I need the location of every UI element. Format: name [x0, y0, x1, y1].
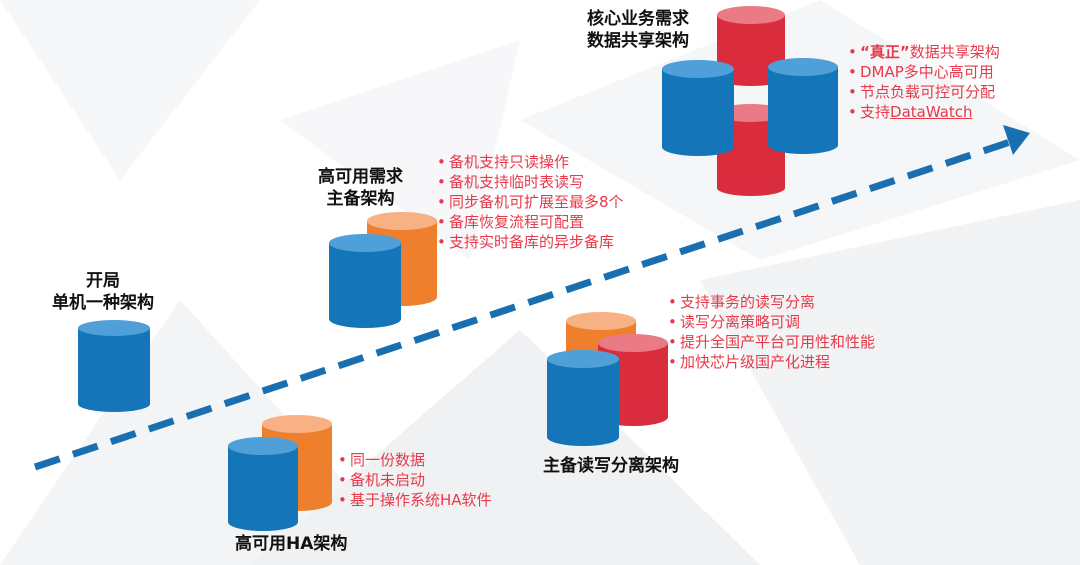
stage4-primary-database-icon — [547, 350, 619, 446]
list-item: 备机支持临时表读写 — [437, 172, 624, 192]
list-item: 节点负载可控可分配 — [848, 82, 1000, 102]
stage5-bullets: “真正”数据共享架构 DMAP多中心高可用 节点负载可控可分配 支持DataWa… — [848, 42, 1000, 122]
stage2-bullets: 同一份数据 备机未启动 基于操作系统HA软件 — [338, 450, 492, 510]
list-item: 支持实时备库的异步备库 — [437, 232, 624, 252]
stage3-title: 高可用需求 主备架构 — [318, 167, 403, 209]
list-item: 同步备机可扩展至最多8个 — [437, 192, 624, 212]
stage3-bullets: 备机支持只读操作 备机支持临时表读写 同步备机可扩展至最多8个 备库恢复流程可配… — [437, 152, 624, 252]
datawatch-link[interactable]: DataWatch — [890, 103, 973, 121]
list-item: 加快芯片级国产化进程 — [668, 352, 875, 372]
list-item: 备库恢复流程可配置 — [437, 212, 624, 232]
stage1-database-icon — [78, 320, 150, 412]
list-item: 基于操作系统HA软件 — [338, 490, 492, 510]
progress-arrow-head — [1003, 125, 1030, 155]
list-item: 读写分离策略可调 — [668, 312, 875, 332]
list-item: “真正”数据共享架构 — [848, 42, 1000, 62]
list-item: 备机未启动 — [338, 470, 492, 490]
progress-arrow-line — [33, 138, 1012, 471]
stage5-title: 核心业务需求 数据共享架构 — [587, 9, 689, 51]
stage1-title: 开局 单机一种架构 — [52, 271, 154, 313]
list-item: 支持事务的读写分离 — [668, 292, 875, 312]
stage3-primary-database-icon — [329, 234, 401, 328]
list-item: 同一份数据 — [338, 450, 492, 470]
stage4-bullets: 支持事务的读写分离 读写分离策略可调 提升全国产平台可用性和性能 加快芯片级国产… — [668, 292, 875, 372]
stage4-title: 主备读写分离架构 — [543, 456, 679, 476]
stage2-primary-database-icon — [228, 437, 298, 531]
stage5-node-right-database-icon — [768, 58, 838, 154]
list-item: 提升全国产平台可用性和性能 — [668, 332, 875, 352]
list-item: 支持DataWatch — [848, 102, 1000, 122]
list-item: 备机支持只读操作 — [437, 152, 624, 172]
list-item: DMAP多中心高可用 — [848, 62, 1000, 82]
stage5-node-left-database-icon — [662, 60, 734, 156]
stage2-title: 高可用HA架构 — [235, 534, 348, 554]
